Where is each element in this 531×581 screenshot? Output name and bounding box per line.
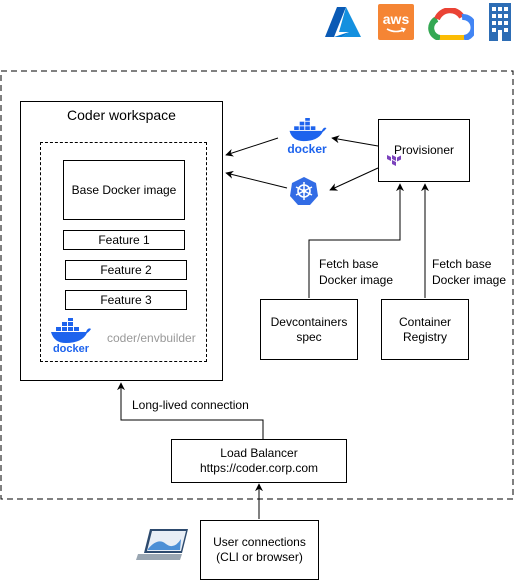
deployment-boundary — [0, 70, 514, 500]
devcontainers-spec-box: Devcontainers spec — [260, 299, 358, 360]
on-prem-building-icon — [489, 3, 511, 41]
arrow-docker-to-workspace — [225, 137, 279, 157]
coder-workspace-title: Coder workspace — [67, 107, 176, 123]
aws-logo-icon: aws — [378, 4, 414, 40]
envbuilder-docker-logo: docker — [48, 318, 94, 358]
envbuilder-label: coder/envbuilder — [107, 331, 196, 345]
container-registry-box: Container Registry — [381, 299, 469, 360]
arrow-loadbalancer-to-workspace — [117, 382, 264, 439]
long-lived-connection-label: Long-lived connection — [132, 398, 249, 412]
kubernetes-icon — [290, 177, 318, 205]
fetch-label-registry: Fetch base Docker image — [432, 257, 507, 287]
terraform-icon — [387, 155, 401, 166]
docker-whale-icon — [289, 118, 327, 142]
cloud-icons: aws — [324, 3, 514, 41]
envbuilder-container — [40, 142, 207, 362]
docker-runtime-text: docker — [287, 142, 327, 156]
feature-1-box: Feature 1 — [63, 230, 185, 250]
arrow-kubernetes-to-workspace — [225, 170, 288, 189]
envbuilder-docker-text: docker — [52, 343, 90, 355]
aws-logo-text: aws — [382, 11, 410, 27]
coder-workspace-box — [20, 101, 223, 381]
google-cloud-logo-icon — [428, 8, 474, 40]
feature-2-box: Feature 2 — [65, 260, 187, 280]
arrow-provisioner-to-docker — [331, 135, 379, 147]
user-connections-box: User connections (CLI or browser) — [200, 520, 319, 580]
arrow-provisioner-to-kubernetes — [329, 167, 379, 191]
laptop-icon — [136, 529, 188, 560]
feature-3-box: Feature 3 — [65, 290, 187, 310]
docker-whale-icon — [51, 318, 91, 343]
provisioner-box: Provisioner — [378, 119, 470, 182]
azure-logo-icon — [325, 7, 361, 37]
load-balancer-box: Load Balancer https://coder.corp.com — [171, 439, 347, 483]
base-docker-image-box: Base Docker image — [63, 160, 185, 220]
arrow-devcontainers-to-provisioner — [308, 183, 404, 298]
docker-runtime: docker — [281, 118, 333, 156]
fetch-label-devcontainers: Fetch base Docker image — [319, 257, 394, 287]
